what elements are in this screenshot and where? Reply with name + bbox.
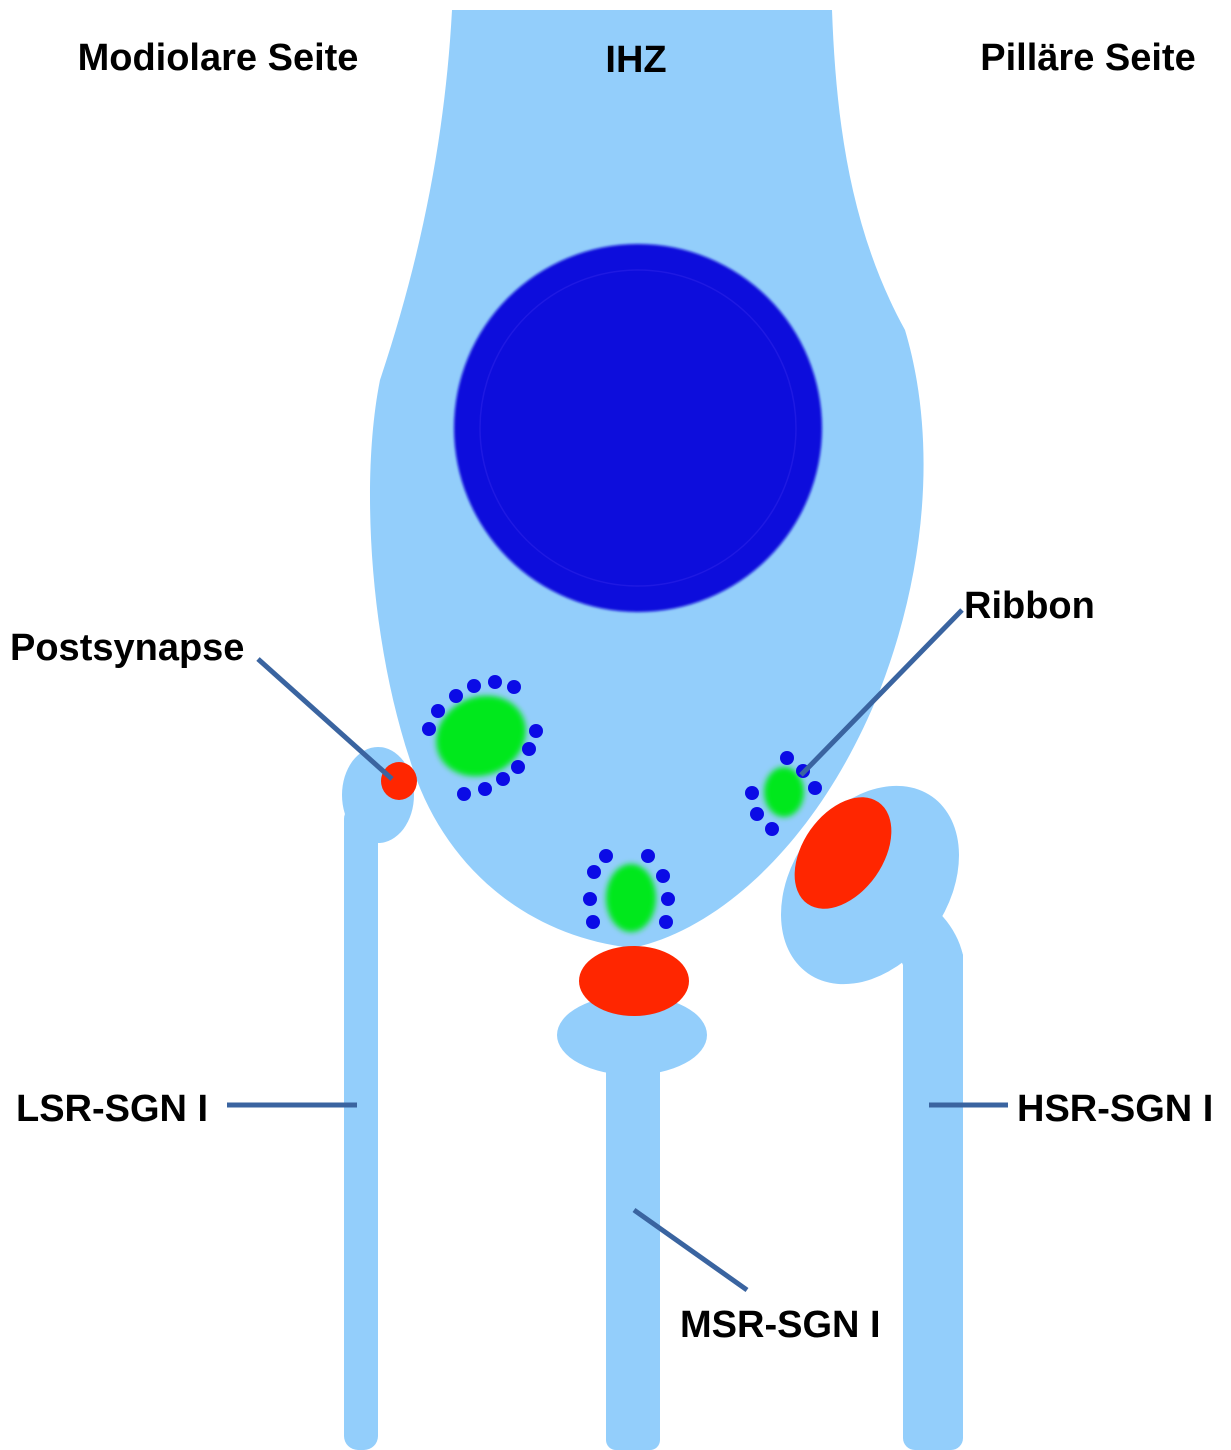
label-msr: MSR-SGN I [680, 1304, 881, 1346]
label-modiolar-side: Modiolare Seite [78, 37, 359, 79]
ribbon-middle [606, 864, 656, 932]
leader-postsynapse [258, 659, 392, 779]
label-pillar-side: Pilläre Seite [980, 37, 1195, 79]
label-hsr: HSR-SGN I [1017, 1088, 1213, 1130]
label-lsr: LSR-SGN I [16, 1088, 208, 1130]
label-ribbon: Ribbon [964, 585, 1095, 627]
msr-fiber [557, 995, 707, 1450]
postsynapse-lsr [381, 762, 417, 800]
lsr-fiber [342, 747, 414, 1450]
label-ihc: IHZ [605, 39, 666, 81]
postsynapse-msr [579, 946, 689, 1016]
label-postsynapse: Postsynapse [10, 627, 244, 669]
nucleus [454, 244, 822, 612]
